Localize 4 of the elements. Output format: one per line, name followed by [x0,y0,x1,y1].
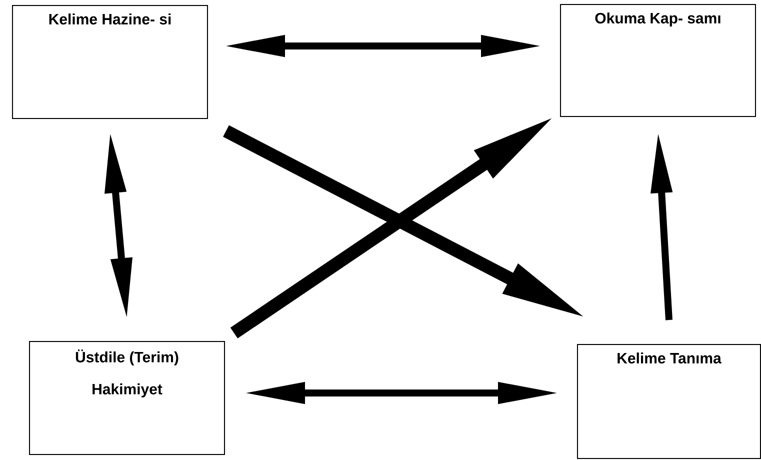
text-box: Üstdile (Terim) Hakimiyet [29,341,225,455]
text-box: Kelime Hazine- si [12,5,208,119]
text-box: Kelime Tanıma [577,344,761,459]
text-box: Okuma Kap- samı [560,4,756,117]
